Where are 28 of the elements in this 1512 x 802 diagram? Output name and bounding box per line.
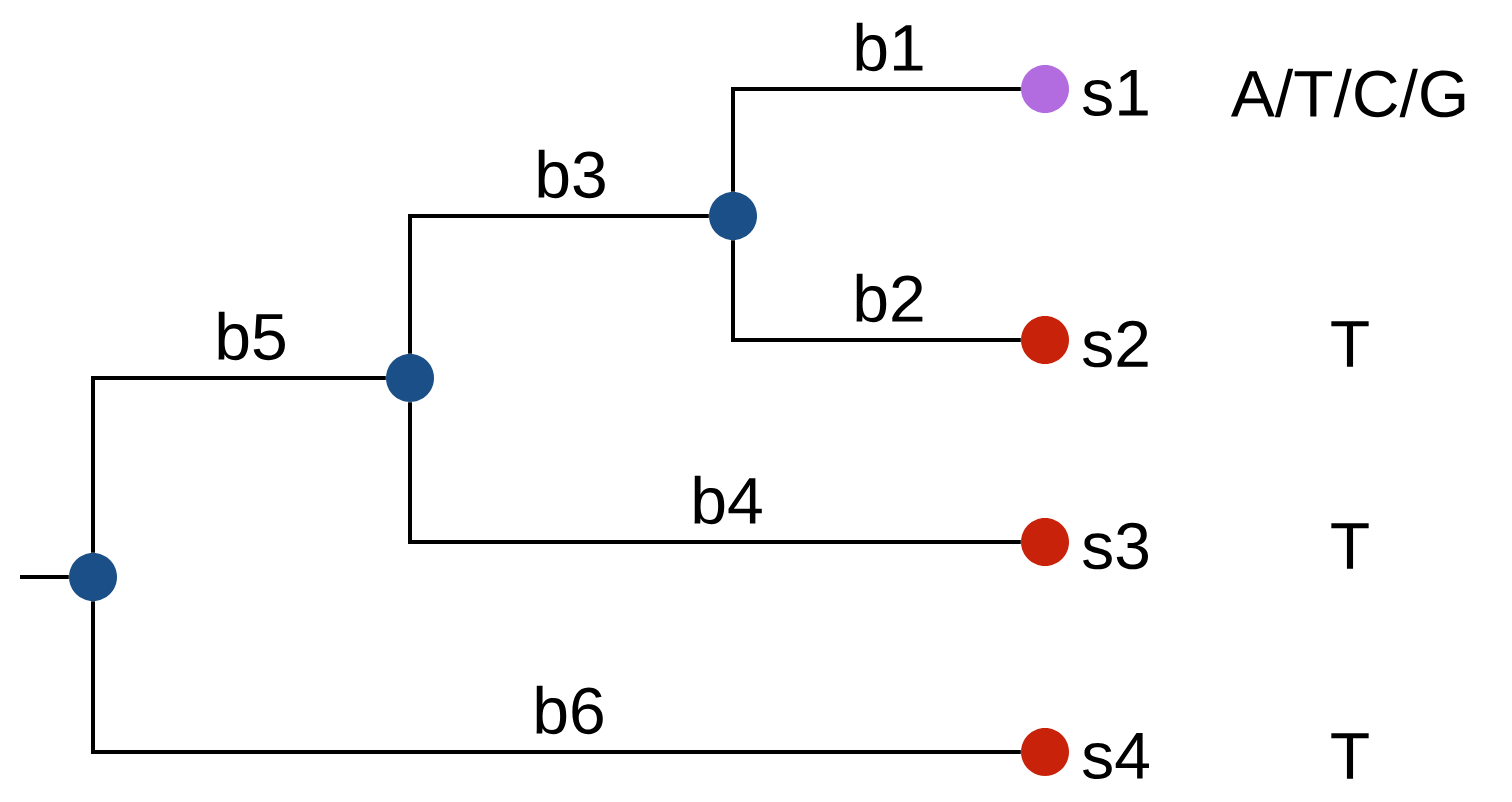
tree-node — [386, 354, 434, 402]
branch-line — [20, 575, 69, 579]
branch-line — [408, 402, 1021, 544]
state-label: T — [1331, 321, 1369, 367]
branch-label: b4 — [694, 475, 762, 525]
branch-line — [91, 601, 1021, 754]
tree-node — [69, 553, 117, 601]
state-label: T — [1331, 523, 1369, 569]
state-label: A/T/C/G — [1230, 68, 1465, 118]
tree-node — [709, 192, 757, 240]
leaf-label: s2 — [1083, 320, 1148, 368]
state-label: T — [1331, 733, 1369, 779]
branch-label: b6 — [536, 685, 603, 735]
branch-line — [731, 240, 1021, 342]
leaf-label: s4 — [1083, 732, 1149, 779]
branch-label: b2 — [856, 273, 923, 323]
branch-line — [731, 87, 1021, 192]
branch-label: b1 — [856, 22, 923, 72]
branch-label: b5 — [218, 311, 285, 361]
leaf-label: s3 — [1083, 522, 1148, 570]
branch-line — [408, 214, 709, 354]
branch-label: b3 — [538, 149, 605, 199]
branch-line — [91, 376, 386, 553]
leaf-label: s1 — [1083, 69, 1148, 116]
tree-node — [1021, 728, 1069, 776]
tree-node — [1021, 316, 1069, 364]
tree-node — [1021, 518, 1069, 566]
tree-node — [1021, 65, 1069, 113]
